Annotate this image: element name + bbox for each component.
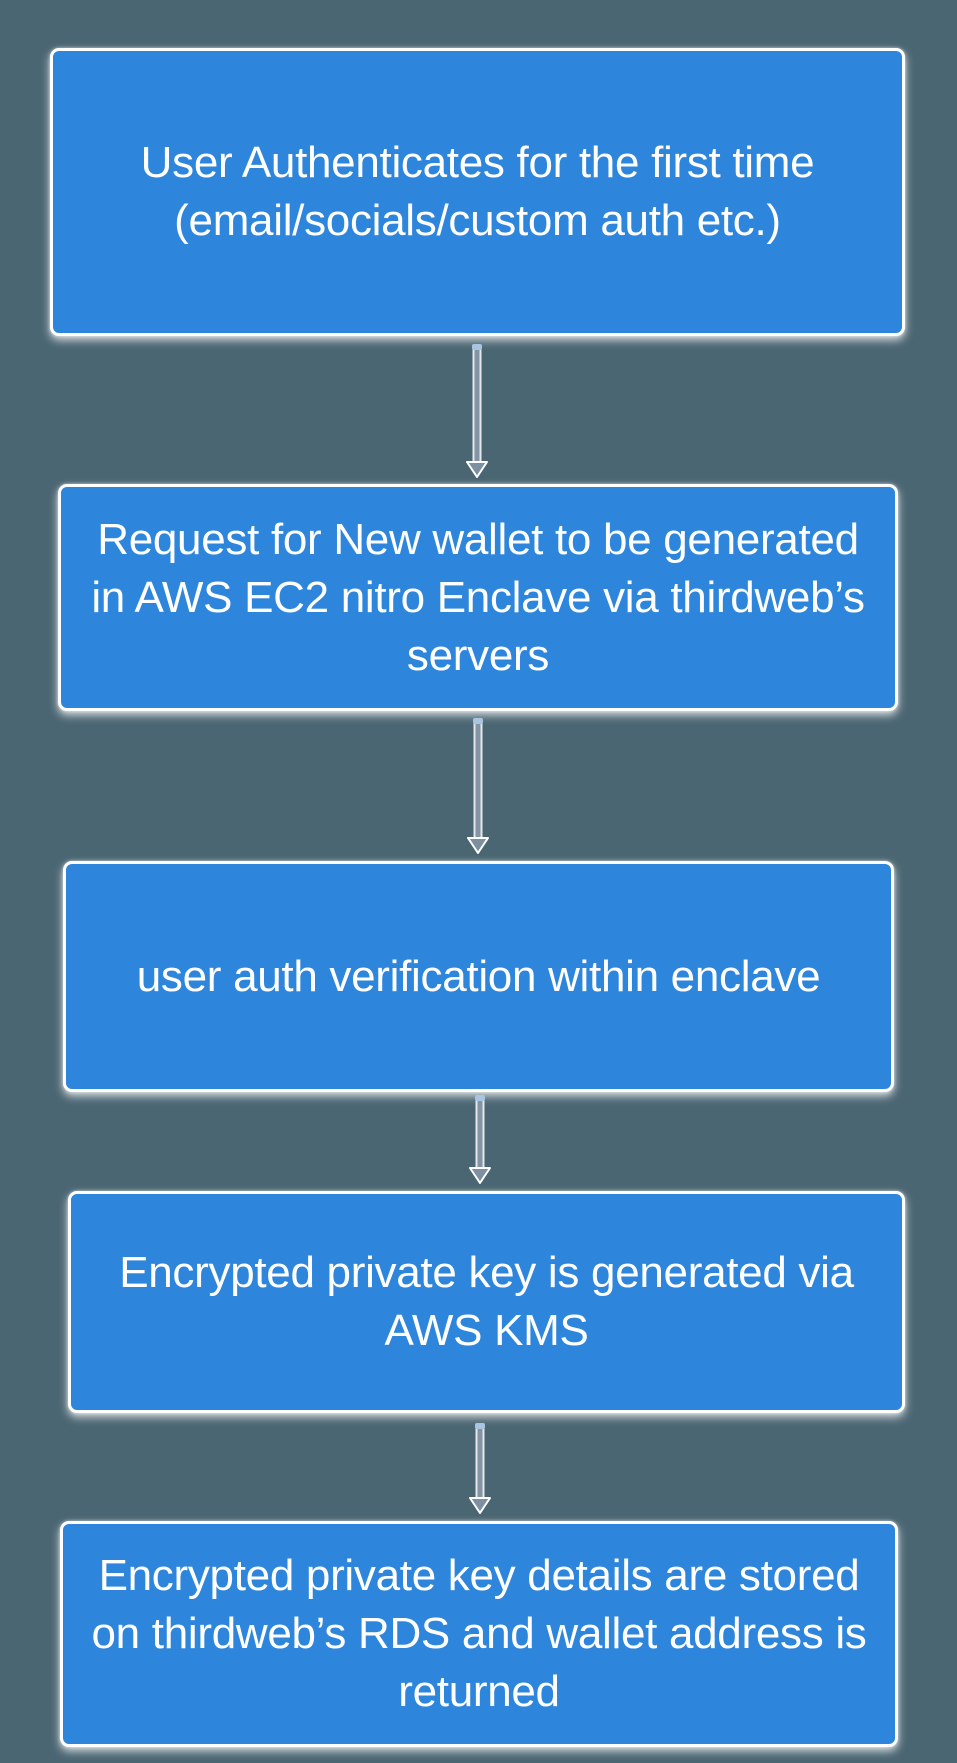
flow-step-generate-key: Encrypted private key is generated via A…: [68, 1191, 905, 1413]
down-arrow-icon: [469, 1423, 491, 1514]
down-arrow-icon: [467, 718, 489, 854]
flow-step-label: Request for New wallet to be generated i…: [91, 514, 865, 680]
flow-step-label: Encrypted private key details are stored…: [91, 1551, 867, 1716]
connector-step4-step5: [466, 1423, 494, 1514]
flow-step-label: Encrypted private key is generated via A…: [119, 1248, 854, 1355]
connector-step1-step2: [463, 344, 491, 478]
flow-step-label: User Authenticates for the first time (e…: [140, 138, 815, 245]
flow-step-label: user auth verification within enclave: [136, 951, 821, 1001]
connector-step2-step3: [464, 718, 492, 854]
flow-step-authenticate: User Authenticates for the first time (e…: [50, 48, 905, 336]
flow-step-store-key: Encrypted private key details are stored…: [60, 1521, 898, 1747]
connector-step3-step4: [466, 1095, 494, 1184]
down-arrow-icon: [466, 344, 488, 478]
flow-step-request-wallet: Request for New wallet to be generated i…: [58, 484, 898, 711]
down-arrow-icon: [469, 1095, 491, 1184]
flow-step-verify-auth: user auth verification within enclave: [63, 861, 894, 1092]
